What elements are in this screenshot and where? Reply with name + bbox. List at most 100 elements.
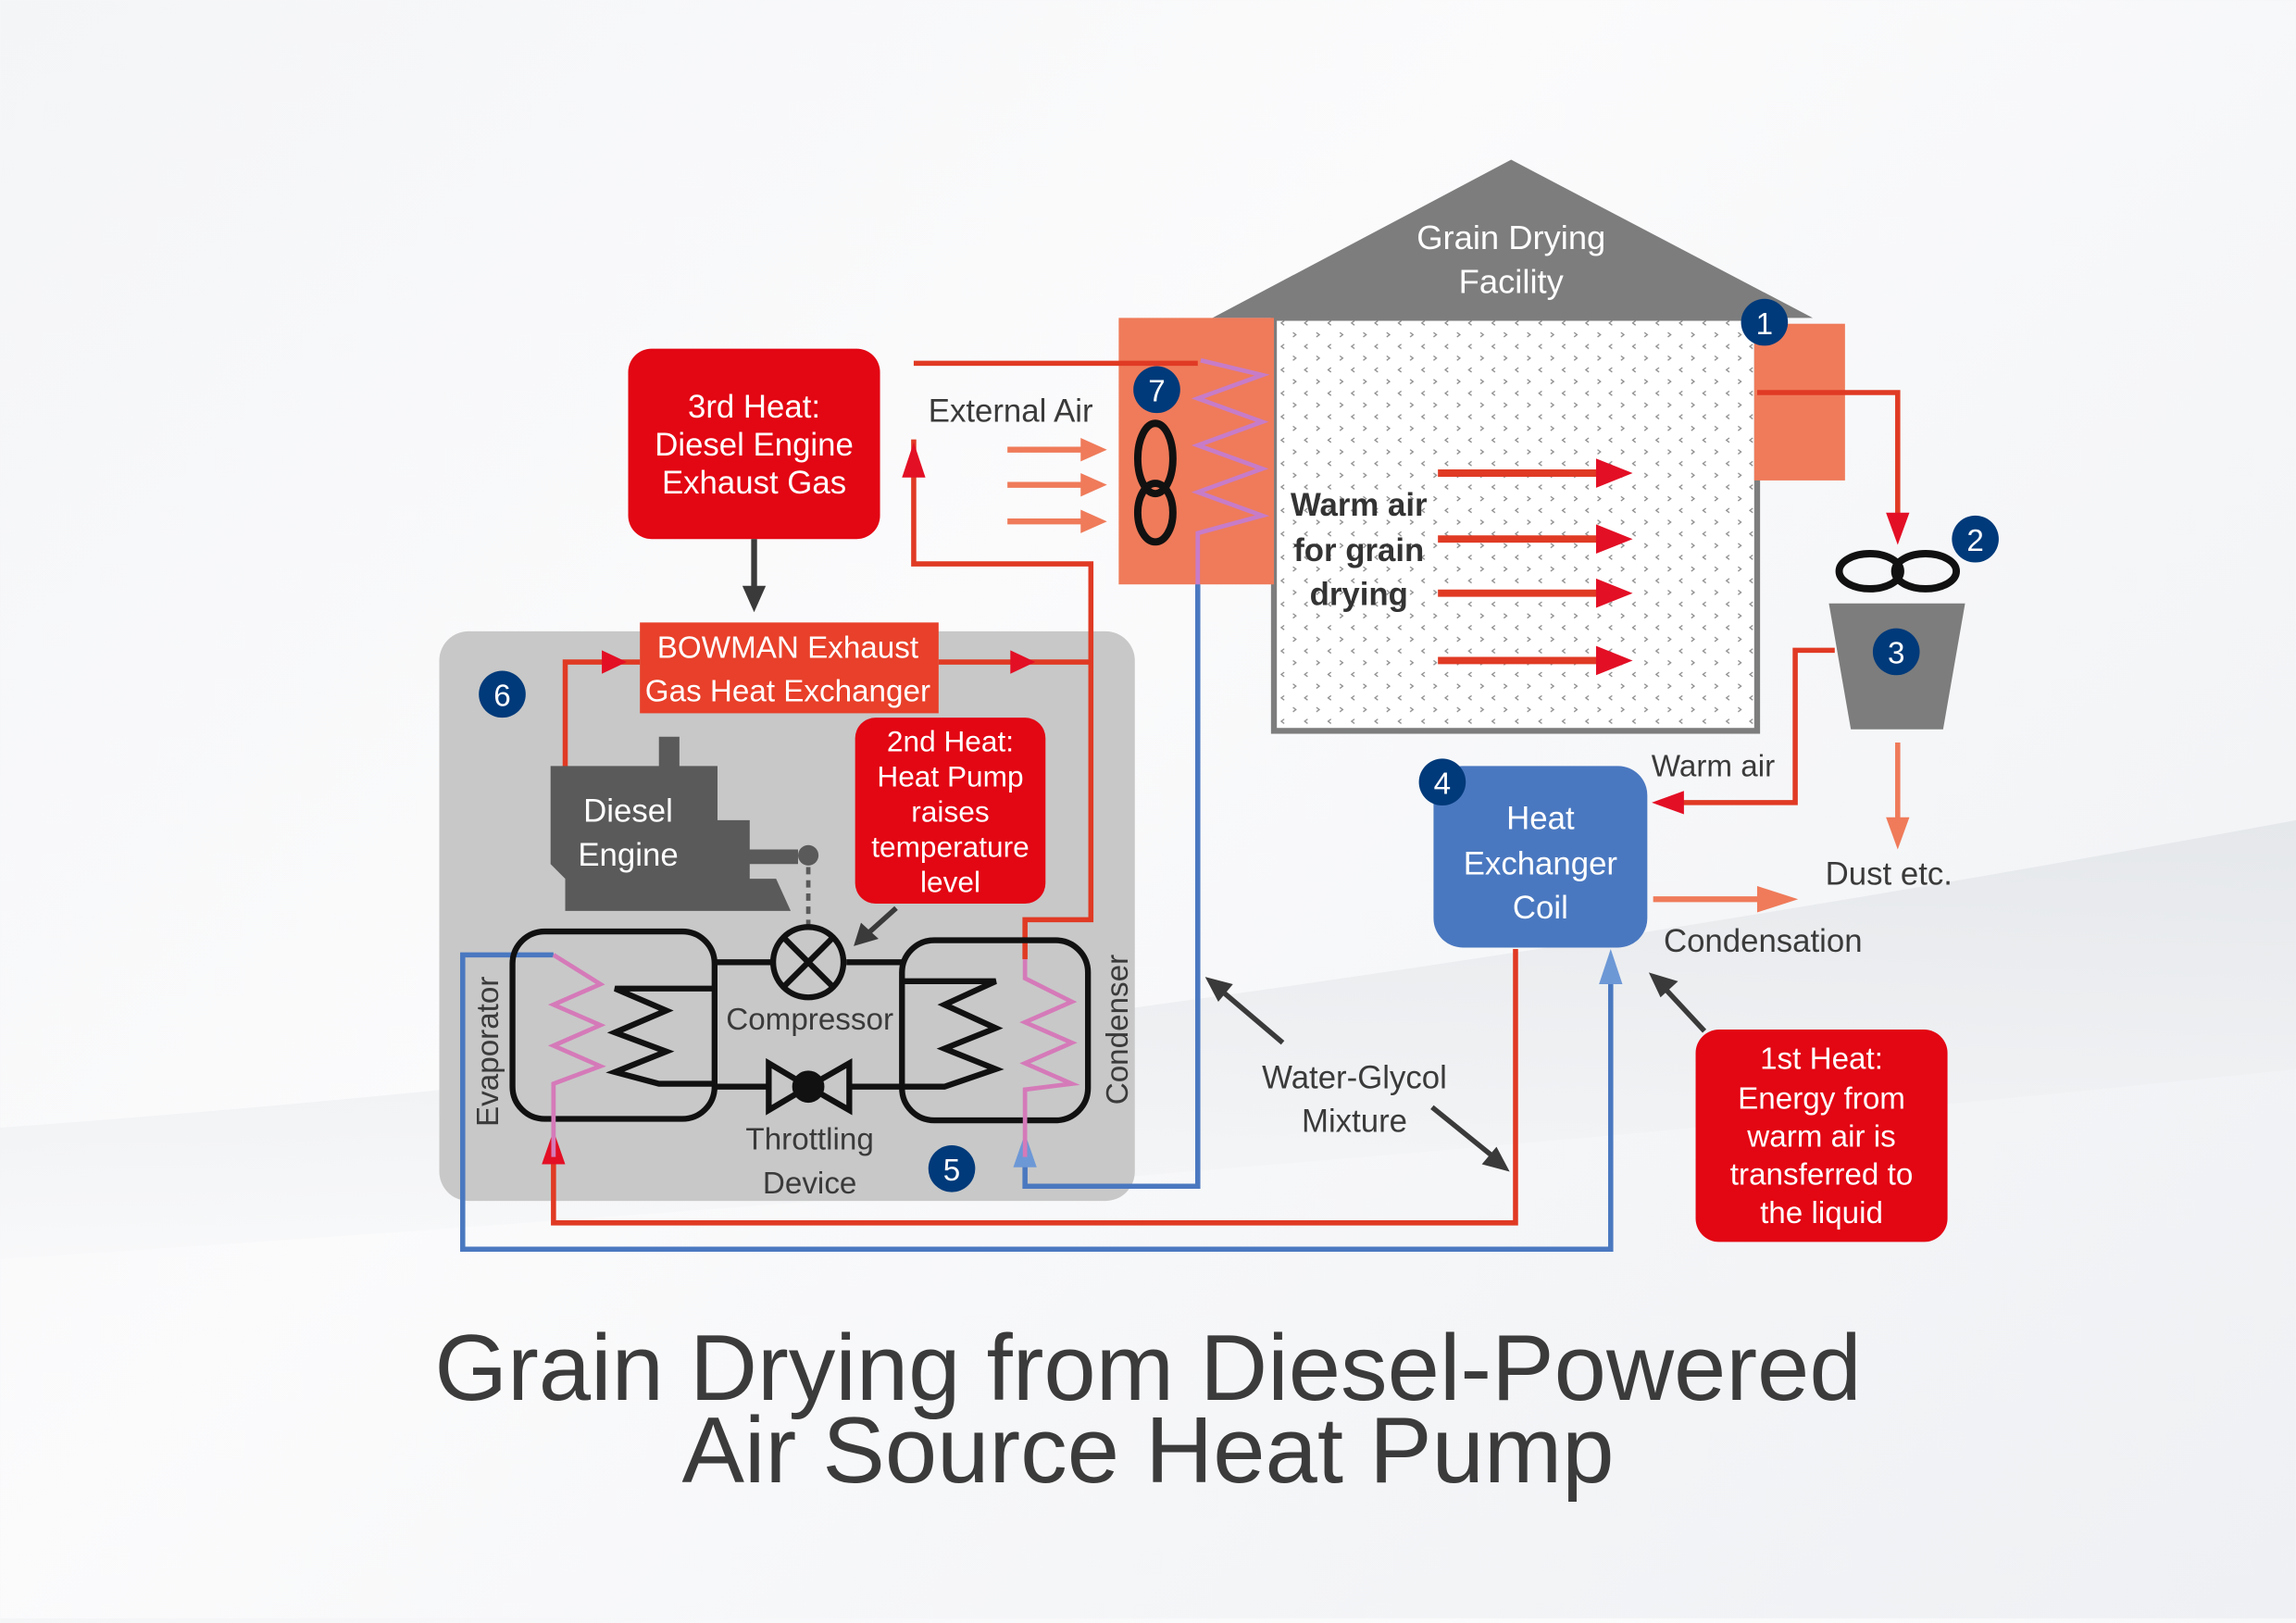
svg-text:4: 4 [1434, 767, 1451, 801]
arrowhead-icon [1599, 949, 1623, 985]
marker-4: 4 [1418, 758, 1466, 806]
throttling-label-line1: Throttling [745, 1123, 873, 1157]
condenser-refrigerant-coil [902, 978, 1004, 1090]
fan-icon [1133, 480, 1177, 546]
glycol-arrow-up [1222, 991, 1285, 1045]
marker-7: 7 [1133, 366, 1180, 414]
arrowhead-icon [1481, 1146, 1510, 1172]
arrowhead-icon [854, 922, 879, 946]
condenser-coil [1019, 959, 1080, 1157]
arrowhead-icon [1595, 645, 1633, 676]
coil-line1: Heat [1506, 801, 1575, 836]
step-markers: 1 2 3 4 5 6 7 [479, 298, 1999, 1192]
second-heat-line3: raises [911, 794, 989, 828]
arrowhead-icon [1886, 817, 1910, 850]
diagram-title-line1: Grain Drying from Diesel-Powered [434, 1316, 1861, 1420]
second-heat-line4: temperature [871, 830, 1029, 863]
warm-air-label-line3: drying [1310, 577, 1408, 612]
facility-label-line1: Grain Drying [1416, 218, 1605, 256]
evaporator-refrigerant-coil [605, 985, 715, 1087]
diesel-engine: Diesel Engine [550, 736, 819, 926]
condensation-label: Condensation [1664, 924, 1863, 959]
evaporator-coil [547, 953, 606, 1157]
svg-text:2: 2 [1966, 524, 1983, 558]
bowman-line2: Gas Heat Exchanger [645, 675, 930, 709]
arrowhead-icon [1652, 791, 1684, 815]
marker-2: 2 [1952, 515, 1999, 563]
coil-line3: Coil [1513, 891, 1568, 926]
arrowhead-icon [902, 442, 926, 478]
coil-line2: Exchanger [1464, 846, 1617, 881]
heat-exchanger-coil [1433, 766, 1648, 948]
arrowhead-icon [1204, 977, 1233, 1002]
third-heat-line1: 3rd Heat: [688, 390, 820, 425]
cold-pipes [460, 584, 1614, 1253]
diagram-title-line2: Air Source Heat Pump [682, 1398, 1615, 1503]
first-heat-arrow [1664, 988, 1707, 1033]
second-heat-box [855, 718, 1046, 905]
evaporator-label: Evaporator [471, 977, 505, 1127]
first-heat-line2: Energy from [1738, 1081, 1905, 1116]
compressor-label: Compressor [726, 1003, 893, 1037]
water-glycol-line2: Mixture [1302, 1105, 1407, 1140]
diesel-engine-line2: Engine [578, 838, 678, 873]
dust-label: Dust etc. [1826, 856, 1953, 892]
svg-text:6: 6 [493, 679, 510, 713]
glycol-arrow-down [1430, 1105, 1496, 1159]
external-air-label: External Air [929, 394, 1093, 430]
first-heat-line1: 1st Heat: [1760, 1042, 1883, 1077]
second-heat-line2: Heat Pump [877, 759, 1023, 793]
arrowhead-icon [1595, 578, 1633, 608]
arrowhead-icon [742, 585, 767, 613]
arrowhead-icon [1595, 458, 1633, 488]
fan-icon [1133, 419, 1177, 498]
arrowhead-icon [1080, 509, 1107, 533]
second-heat-arrow [865, 905, 898, 937]
svg-text:7: 7 [1148, 375, 1165, 409]
condenser-label: Condenser [1101, 955, 1135, 1105]
heat-pump-panel [439, 630, 1135, 1202]
condenser-box [899, 937, 1092, 1124]
diesel-engine-line1: Diesel [583, 793, 673, 829]
external-air-arrows [1007, 446, 1084, 525]
facility-label-line2: Facility [1459, 262, 1565, 300]
warm-air-label-line1: Warm air [1291, 488, 1428, 523]
throttling-label-line2: Device [763, 1167, 857, 1201]
arrowhead-icon [1648, 972, 1678, 998]
warm-air-label-line2: for grain [1293, 533, 1424, 568]
first-heat-line5: the liquid [1760, 1196, 1883, 1230]
third-heat-line2: Diesel Engine [655, 428, 854, 463]
first-heat-line4: transferred to [1730, 1158, 1913, 1192]
first-heat-line3: warm air is [1746, 1120, 1895, 1155]
exhaust-air-block [1753, 323, 1845, 481]
facility-roof [1212, 159, 1814, 318]
compressor-icon [769, 924, 847, 1001]
engine-body [550, 736, 798, 911]
svg-text:3: 3 [1888, 637, 1904, 671]
svg-text:1: 1 [1756, 307, 1773, 342]
evaporator-box [509, 928, 718, 1122]
marker-6: 6 [479, 670, 526, 718]
grain-drying-facility: Grain Drying Facility Warm air for grain… [1212, 159, 1845, 734]
grain-bin [1270, 315, 1761, 734]
water-glycol-line1: Water-Glycol [1262, 1060, 1447, 1095]
refrigerant-circuit [509, 924, 1092, 1157]
bowman-heat-exchanger [640, 622, 939, 714]
first-heat-box [1695, 1030, 1948, 1242]
arrowhead-icon [1080, 438, 1107, 462]
engine-shaft [797, 844, 819, 866]
warm-air-label: Warm air [1652, 749, 1775, 783]
arrowhead-icon [1886, 512, 1910, 545]
third-heat-line3: Exhaust Gas [662, 466, 846, 501]
air-heater-unit [1118, 318, 1275, 586]
arrowhead-icon [602, 650, 627, 674]
second-heat-line1: 2nd Heat: [887, 725, 1014, 758]
second-heat-line5: level [920, 865, 980, 898]
exhaust-fan-icon [1835, 550, 1904, 593]
bowman-line1: BOWMAN Exhaust [657, 630, 918, 665]
arrowhead-icon [1010, 650, 1036, 674]
marker-3: 3 [1872, 628, 1920, 676]
arrowhead-icon [1756, 886, 1799, 913]
